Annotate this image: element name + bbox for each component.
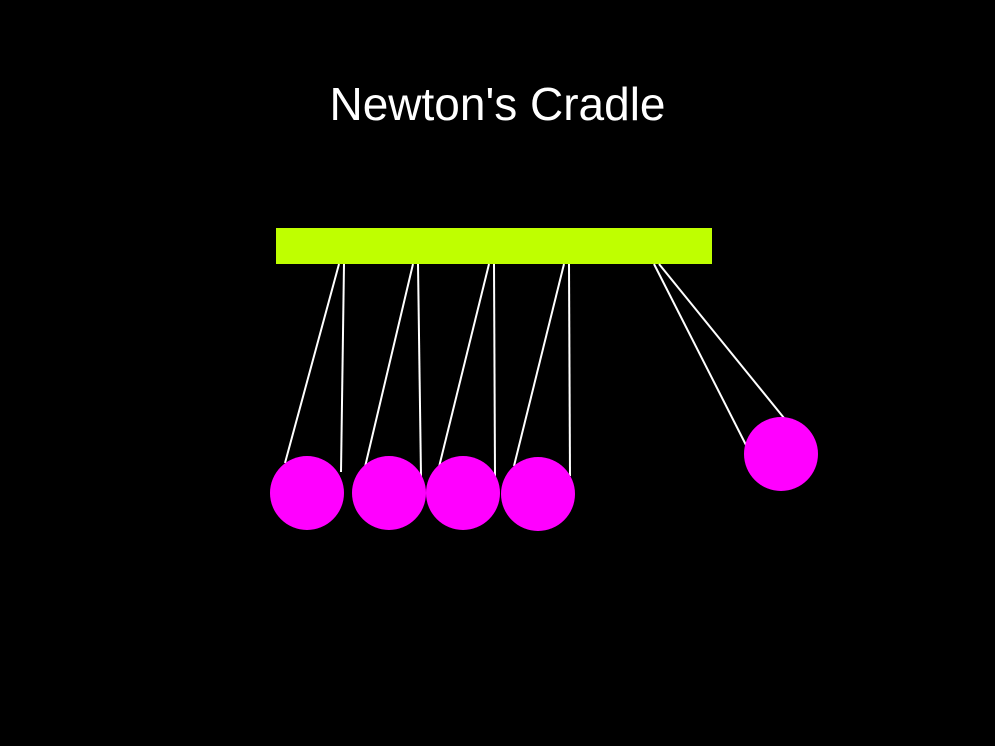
pendulum-2-string-left bbox=[364, 263, 414, 468]
pendulum-4-string-left bbox=[513, 263, 565, 467]
pendulum-2-string-right bbox=[417, 263, 422, 478]
cradle-pendulum-3 bbox=[426, 263, 500, 530]
pendulum-2-ball bbox=[352, 456, 426, 530]
cradle-frame-bar bbox=[276, 228, 712, 264]
pendulum-1-ball bbox=[270, 456, 344, 530]
cradle-pendulum-2 bbox=[352, 263, 426, 530]
pendulum-1-string-right bbox=[340, 263, 345, 473]
pendulum-4-string-right bbox=[568, 263, 571, 477]
pendulum-5-string-left bbox=[653, 263, 748, 448]
cradle-pendulum-1 bbox=[270, 263, 345, 530]
pendulum-3-string-left bbox=[438, 263, 490, 468]
cradle-pendulum-4 bbox=[501, 263, 575, 531]
pendulum-4-ball bbox=[501, 457, 575, 531]
pendulum-5-string-right bbox=[658, 263, 785, 419]
page-title: Newton's Cradle bbox=[329, 78, 666, 130]
cradle-pendulum-5 bbox=[653, 263, 818, 491]
pendulum-3-ball bbox=[426, 456, 500, 530]
pendulum-3-string-right bbox=[493, 263, 496, 477]
pendulum-5-ball bbox=[744, 417, 818, 491]
pendulum-1-string-left bbox=[284, 263, 340, 464]
